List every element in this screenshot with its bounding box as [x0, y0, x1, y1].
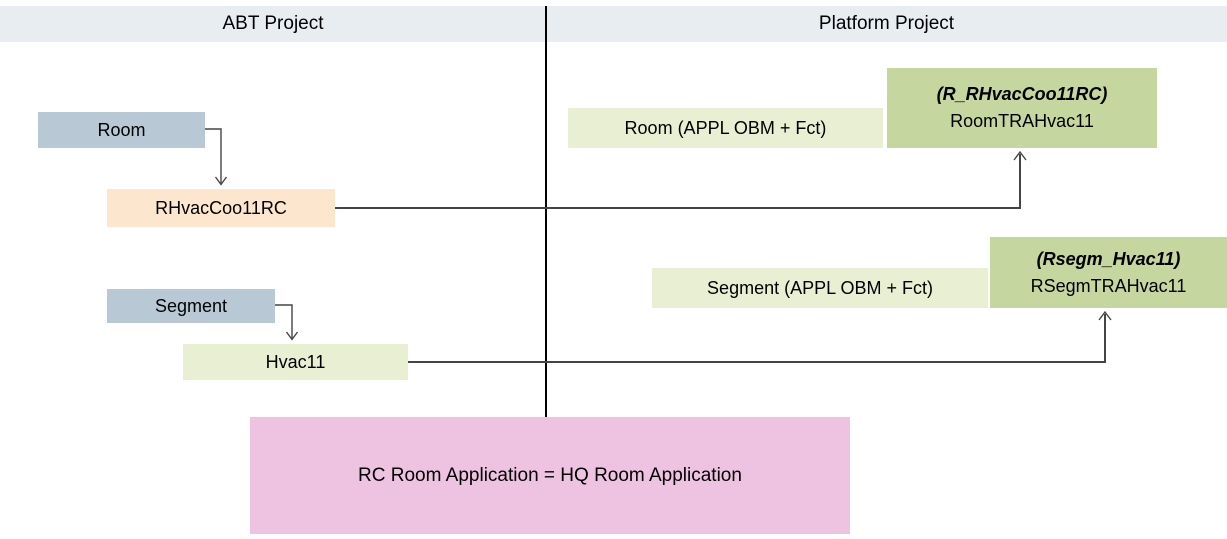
hvac-node: Hvac11: [183, 344, 408, 380]
segment-target-name: RSegmTRAHvac11: [1030, 275, 1187, 296]
room-appl-node-label: Room (APPL OBM + Fct): [624, 117, 827, 138]
hvac-node-label: Hvac11: [265, 351, 326, 372]
arrow-hvac-to-rsegmtra: [408, 314, 1106, 363]
note-box: RC Room Application = HQ Room Applicatio…: [250, 417, 850, 534]
room-node-label: Room: [97, 119, 146, 140]
segment-node-label: Segment: [154, 295, 228, 316]
room-target-node: (R_RHvacCoo11RC) RoomTRAHvac11: [887, 68, 1157, 148]
segment-target-node: (Rsegm_Hvac11) RSegmTRAHvac11: [990, 237, 1227, 308]
platform-project-title: Platform Project: [818, 13, 955, 34]
rhvac-node: RHvacCoo11RC: [107, 189, 335, 227]
arrowhead-rhvac-to-roomtra: [1013, 150, 1027, 161]
header-band: [0, 6, 1227, 42]
room-target-name: RoomTRAHvac11: [950, 111, 1094, 131]
segment-target-alias: (Rsegm_Hvac11): [1036, 248, 1181, 269]
segment-node: Segment: [107, 289, 275, 323]
arrow-segment-to-hvac: [275, 304, 293, 338]
arrowhead-hvac-to-rsegmtra: [1098, 310, 1112, 321]
segment-appl-node-label: Segment (APPL OBM + Fct): [707, 277, 933, 298]
arrow-room-to-rhvac: [205, 128, 222, 183]
room-target-alias: (R_RHvacCoo11RC): [936, 84, 1108, 104]
arrowhead-room-to-rhvac: [214, 176, 228, 186]
room-appl-node: Room (APPL OBM + Fct): [568, 108, 883, 148]
abt-project-title: ABT Project: [222, 13, 324, 34]
segment-appl-node: Segment (APPL OBM + Fct): [652, 268, 988, 308]
arrow-rhvac-to-roomtra: [335, 154, 1021, 209]
room-node: Room: [38, 112, 205, 148]
rhvac-node-label: RHvacCoo11RC: [155, 197, 287, 218]
arrowhead-segment-to-hvac: [285, 331, 299, 341]
note-text: RC Room Application = HQ Room Applicatio…: [358, 464, 742, 486]
